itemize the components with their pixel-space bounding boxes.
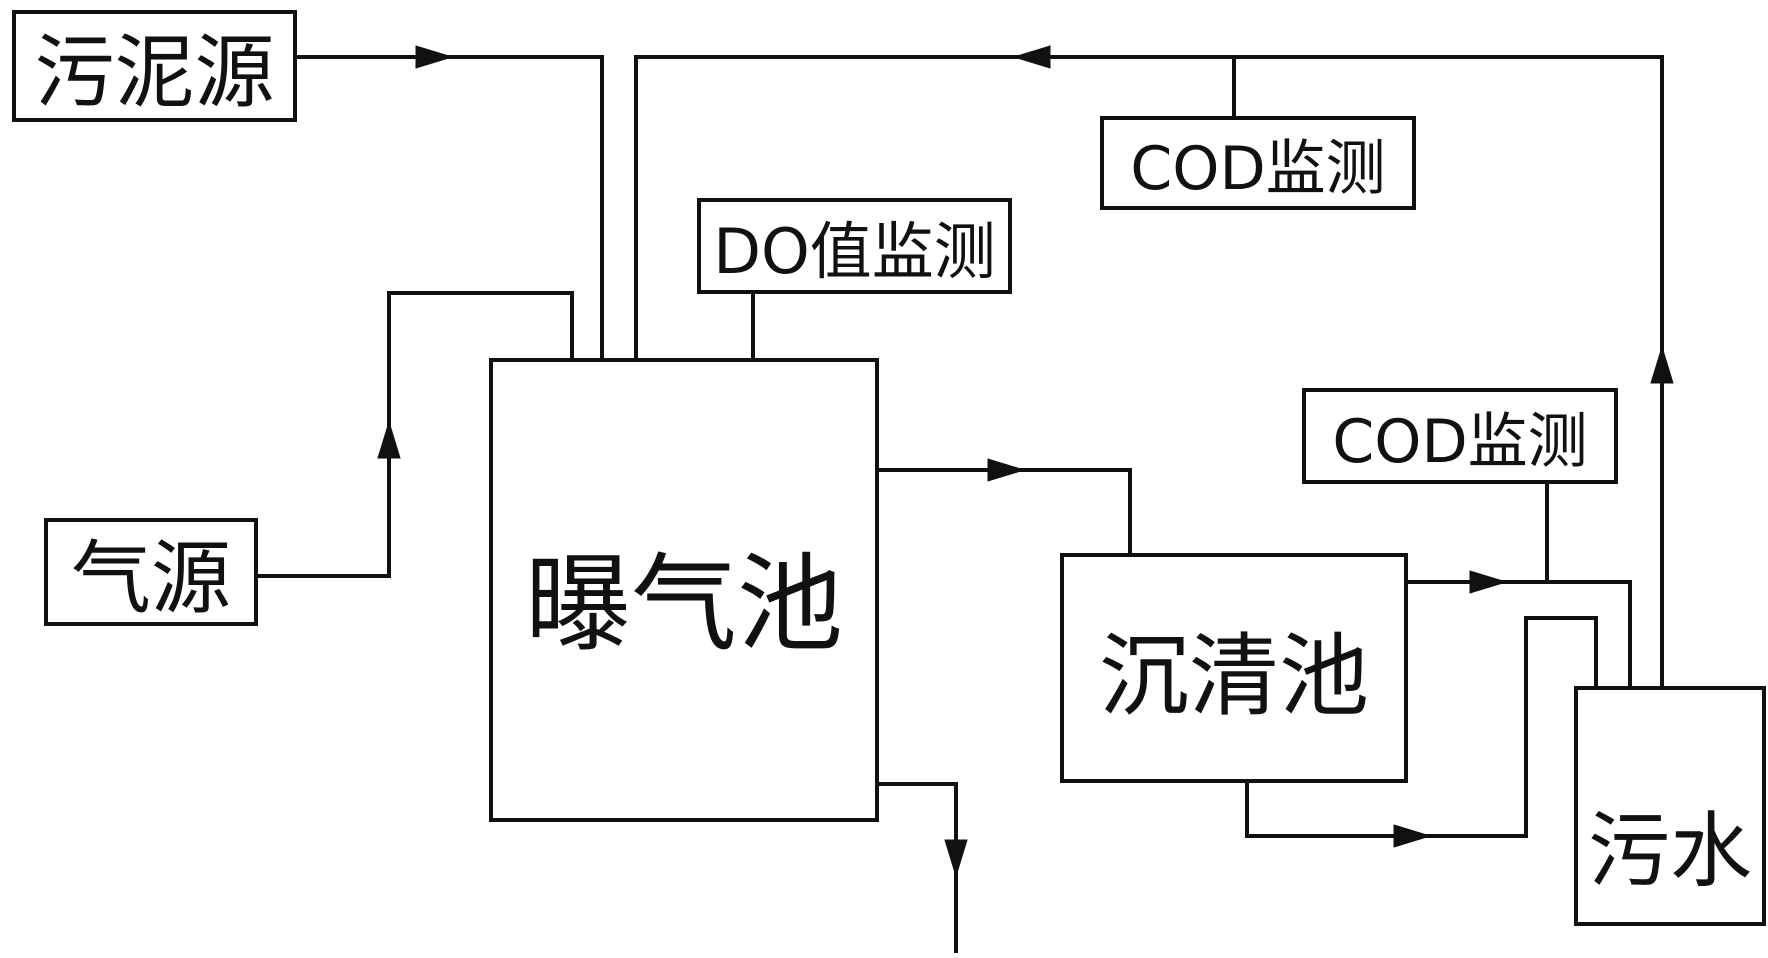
sewage-label: 污水 <box>1587 803 1752 899</box>
cod-monitor-mid-box: COD监测 <box>1302 388 1618 484</box>
sludge-feed-line <box>297 55 604 358</box>
aeration-to-clarifier-line <box>860 468 1132 578</box>
air-source-box: 气源 <box>44 518 258 626</box>
cod-monitor-mid-label: COD监测 <box>1332 406 1588 477</box>
do-monitor-label: DO值监测 <box>713 215 996 288</box>
sludge-source-label: 污泥源 <box>34 26 275 119</box>
arrow-up <box>377 420 401 459</box>
cod-monitor-top-box: COD监测 <box>1100 116 1416 210</box>
aeration-outflow-line <box>842 782 958 953</box>
sludge-source-box: 污泥源 <box>12 10 297 122</box>
arrow-down <box>944 839 968 878</box>
cod-monitor-top-label: COD监测 <box>1130 133 1386 204</box>
arrow-right <box>1393 824 1432 848</box>
arrow-right <box>987 458 1026 482</box>
air-feed-line <box>258 291 574 578</box>
arrow-right <box>1469 570 1508 594</box>
aeration-tank-label: 曝气池 <box>525 543 843 666</box>
arrow-left <box>1012 45 1051 69</box>
sewage-tank-box: 污水 <box>1574 686 1766 926</box>
arrow-up <box>1650 345 1674 384</box>
do-monitor-box: DO值监测 <box>697 198 1012 294</box>
aeration-tank-box: 曝气池 <box>489 358 879 822</box>
clarifier-sludge-line <box>1245 616 1598 838</box>
air-source-label: 气源 <box>71 532 231 625</box>
clarifier-box: 沉清池 <box>1060 553 1408 783</box>
clarifier-label: 沉清池 <box>1099 624 1369 729</box>
arrow-right <box>415 45 454 69</box>
